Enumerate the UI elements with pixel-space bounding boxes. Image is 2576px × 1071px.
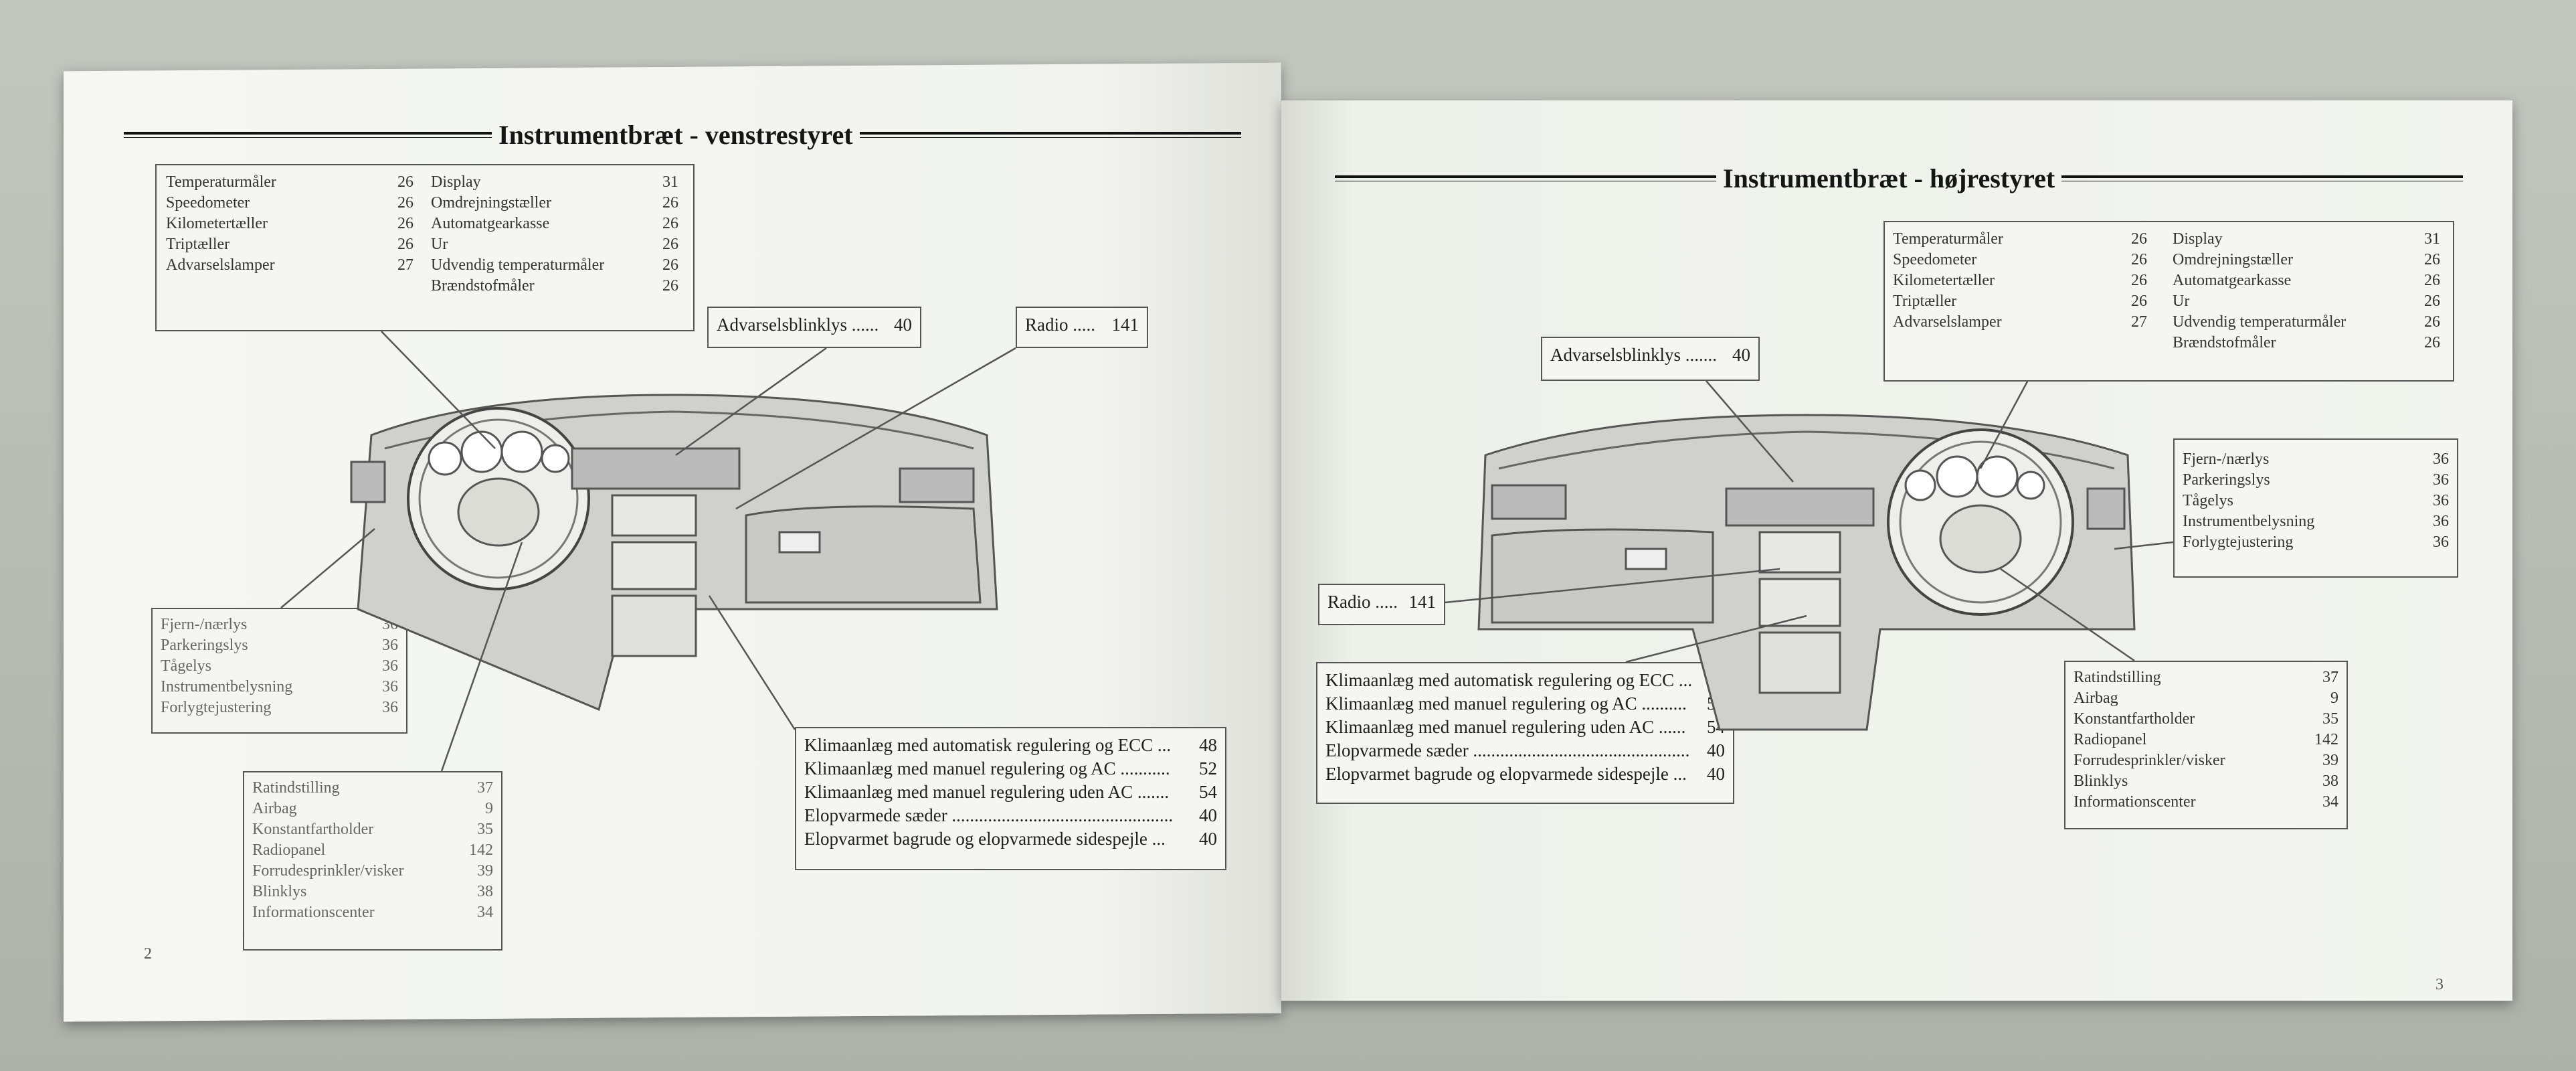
list-item: Elopvarmede sæder ......................… — [1325, 740, 1725, 760]
list-item: Elopvarmet bagrude og elopvarmede sidesp… — [804, 829, 1217, 849]
left-dashboard-illustration — [350, 394, 998, 712]
left-heading: Instrumentbræt - venstrestyret — [124, 119, 1241, 151]
left-climate-box: Klimaanlæg med automatisk regulering og … — [795, 727, 1226, 870]
list-item: Klimaanlæg med manuel regulering uden AC… — [804, 782, 1217, 802]
list-item: Klimaanlæg med manuel regulering uden AC… — [1325, 717, 1725, 737]
right-radio-box: Radio .....141 — [1318, 584, 1445, 625]
right-climate-box: Klimaanlæg med automatisk regulering og … — [1316, 662, 1734, 804]
left-radio-box: Radio .....141 — [1016, 307, 1148, 348]
list-item: Elopvarmet bagrude og elopvarmede sidesp… — [1325, 764, 1725, 784]
list-item: Klimaanlæg med automatisk regulering og … — [804, 735, 1217, 755]
right-page-number: 3 — [2435, 976, 2444, 993]
left-hazard-box: Advarselsblinklys ......40 — [707, 307, 921, 348]
left-page-number: 2 — [144, 945, 152, 963]
right-heading: Instrumentbræt - højrestyret — [1335, 163, 2464, 194]
right-heading-text: Instrumentbræt - højrestyret — [1723, 163, 2055, 193]
list-item: Elopvarmede sæder ......................… — [804, 805, 1217, 825]
left-heading-text: Instrumentbræt - venstrestyret — [498, 120, 853, 150]
right-hazard-box: Advarselsblinklys .......40 — [1541, 337, 1760, 381]
list-item: Klimaanlæg med manuel regulering og AC .… — [1325, 693, 1725, 714]
right-dashboard-illustration — [1477, 414, 2136, 731]
list-item: Klimaanlæg med manuel regulering og AC .… — [804, 758, 1217, 778]
